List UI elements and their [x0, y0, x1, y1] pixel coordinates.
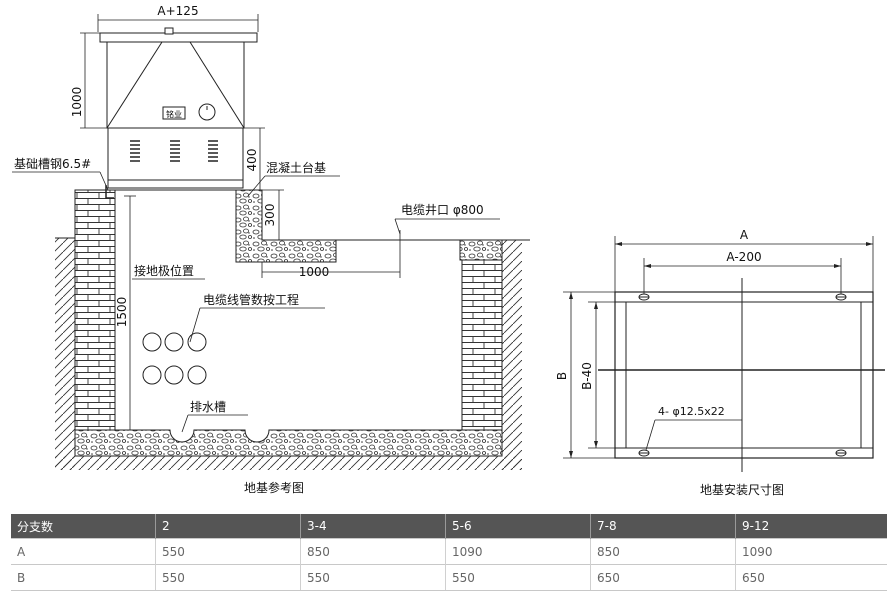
foundation-reference-drawing: 铭业	[12, 4, 530, 495]
table-cell: 850	[300, 538, 446, 565]
table-header-cell: 9-12	[735, 514, 887, 539]
dim-depth-1500: 1500	[115, 297, 129, 328]
brick-wall-left	[74, 189, 116, 431]
caption-left: 地基参考图	[244, 480, 304, 495]
dim-B-40: B-40	[580, 362, 594, 390]
table-cell: 650	[590, 564, 736, 591]
foundation-drawing: 铭业	[12, 4, 885, 497]
cable-pipes	[142, 332, 207, 385]
concrete-cap-right	[459, 239, 503, 261]
base-frame	[614, 291, 874, 459]
table-cell: 550	[445, 564, 591, 591]
label-cable-well: 电缆井口 φ800	[401, 203, 484, 217]
label-drain: 排水槽	[190, 400, 226, 414]
label-ground-position: 接地极位置	[134, 263, 194, 278]
brick-wall-right	[461, 259, 503, 431]
dim-A-200: A-200	[726, 250, 761, 264]
dim-concrete-300: 300	[263, 204, 277, 227]
table-cell: 1090	[735, 538, 887, 565]
table-header-cell: 2	[155, 514, 301, 539]
table-header-cell: 分支数	[11, 514, 156, 539]
installation-dimension-drawing: A A-200 B B-40 4- φ12.5x22 地基安装尺寸图	[555, 228, 885, 497]
dim-A: A	[740, 228, 749, 242]
bottom-slab	[74, 429, 503, 457]
vent-icon	[130, 140, 218, 162]
concrete-base	[235, 189, 337, 263]
table-cell: 550	[300, 564, 446, 591]
dim-well-1000: 1000	[299, 265, 330, 279]
table-cell: 1090	[445, 538, 591, 565]
dim-base-400: 400	[245, 149, 259, 172]
dim-B: B	[555, 372, 569, 380]
table-cell: 550	[155, 538, 301, 565]
table-row: B 550 550 550 650 650	[11, 564, 887, 591]
table-cell: 850	[590, 538, 736, 565]
table-row-label: B	[11, 564, 156, 591]
spec-table: 分支数 2 3-4 5-6 7-8 9-12 A 550 850 1090 85…	[11, 514, 887, 591]
table-header-cell: 7-8	[590, 514, 736, 539]
table-row: A 550 850 1090 850 1090	[11, 538, 887, 565]
lock-icon	[198, 103, 216, 121]
label-channel-steel: 基础槽钢6.5#	[14, 157, 91, 171]
table-header-row: 分支数 2 3-4 5-6 7-8 9-12	[11, 514, 887, 539]
caption-right: 地基安装尺寸图	[700, 482, 784, 497]
dim-top-width: A+125	[157, 4, 198, 18]
table-cell: 550	[155, 564, 301, 591]
cabinet: 铭业	[99, 27, 262, 191]
table-row-label: A	[11, 538, 156, 565]
hole-note: 4- φ12.5x22	[658, 405, 725, 418]
soil-hatch-left	[55, 238, 75, 470]
dim-cabinet-height: 1000	[70, 87, 84, 118]
nameplate-text: 铭业	[166, 109, 182, 119]
table-header-cell: 3-4	[300, 514, 446, 539]
label-concrete-base: 混凝土台基	[266, 160, 326, 175]
soil-hatch-right	[500, 240, 522, 470]
label-cable-pipes: 电缆线管数按工程	[203, 292, 299, 307]
table-cell: 650	[735, 564, 887, 591]
table-header-cell: 5-6	[445, 514, 591, 539]
